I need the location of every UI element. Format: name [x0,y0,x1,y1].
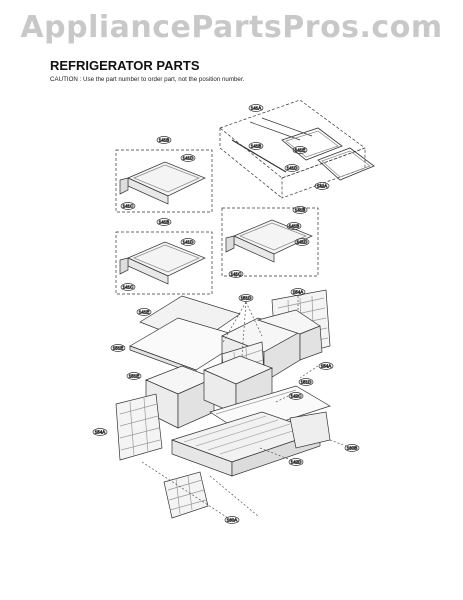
callout-ring [248,104,264,112]
callout-label: 141C [231,272,243,277]
callout-ring [314,182,330,190]
callout-label: 141D [183,156,195,161]
callout-label: 141B [289,224,300,229]
callout-label: 141D [297,240,309,245]
callout-15: 141C [228,270,244,278]
callout-18: 154A [290,288,306,296]
callout-5: 142A [314,182,330,190]
callout-9: 141B [292,206,308,214]
callout-ring [136,308,152,316]
shelf-assembly-2 [115,231,213,295]
callout-label: 160A [227,518,238,523]
callout-6: 141B [156,136,172,144]
callout-label: 142A [317,184,328,189]
callout-label: 154A [95,430,106,435]
page-title: REFRIGERATOR PARTS [50,58,200,73]
callout-label: 151E [113,346,124,351]
callout-label: 141B [159,220,170,225]
callout-label: 142C [291,394,303,399]
watermark: AppliancePartsPros.com [20,10,443,45]
callout-8: 141C [120,202,136,210]
assembly-top-right [219,99,375,199]
callout-12: 141C [120,283,136,291]
callout-ring [294,238,310,246]
callout-ring [288,392,304,400]
callout-label: 142D [291,460,303,465]
callout-ring [224,516,240,524]
callout-24: 154A [92,428,108,436]
callout-1: 141A [248,104,264,112]
callout-label: 141B [159,138,170,143]
callout-label: 141C [123,204,135,209]
lower-crisper-assembly [115,289,347,519]
callout-label: 141E [139,310,150,315]
callout-label: 154A [321,364,332,369]
callout-label: 154A [293,290,304,295]
callout-label: 151E [129,374,140,379]
callout-26: 160B [344,444,360,452]
callout-ring [228,270,244,278]
callout-ring [120,202,136,210]
callout-ring [290,288,306,296]
callout-4: 141E [292,146,308,154]
callout-25: 142D [288,458,304,466]
shelf-assembly-3 [221,207,319,277]
callout-ring [238,294,254,302]
callout-ring [120,283,136,291]
callout-23: 151E [126,372,142,380]
callout-10: 141B [156,218,172,226]
callout-ring [298,378,314,386]
callout-ring [286,222,302,230]
callout-ring [180,154,196,162]
callout-27: 160A [224,516,240,524]
callout-ring [292,206,308,214]
callout-ring [288,458,304,466]
callout-ring [110,344,126,352]
callout-ring [284,164,300,172]
callout-ring [156,218,172,226]
callout-20: 154A [318,362,334,370]
callout-ring [248,142,264,150]
callout-ring [156,136,172,144]
callout-label: 151D [241,296,253,301]
callout-label: 141B [295,208,306,213]
callout-ring [344,444,360,452]
callout-14: 141D [294,238,310,246]
callout-label: 160B [347,446,358,451]
callout-11: 141D [180,238,196,246]
callout-ring [180,238,196,246]
callout-7: 141D [180,154,196,162]
callout-label: 141A [251,106,262,111]
callout-label: 151D [301,380,313,385]
callout-ring [126,372,142,380]
callout-3: 141D [284,164,300,172]
callout-label: 141B [251,144,262,149]
callout-label: 141D [183,240,195,245]
callout-ring [292,146,308,154]
callout-19: 151E [110,344,126,352]
callout-16: 151D [238,294,254,302]
callout-label: 141E [295,148,306,153]
callout-ring [318,362,334,370]
callout-label: 141D [287,166,299,171]
callout-21: 151D [298,378,314,386]
shelf-assembly-1 [115,149,213,213]
callout-ring [92,428,108,436]
callout-13: 141B [286,222,302,230]
callout-label: 141C [123,285,135,290]
callout-22: 142C [288,392,304,400]
callout-17: 141E [136,308,152,316]
caution-note: CAUTION : Use the part number to order p… [50,76,245,83]
callout-2: 141B [248,142,264,150]
